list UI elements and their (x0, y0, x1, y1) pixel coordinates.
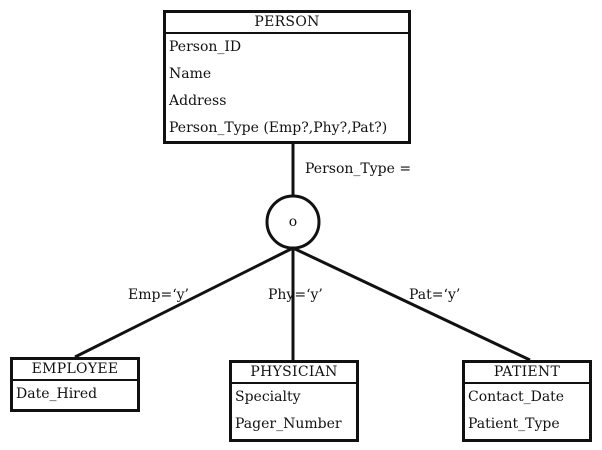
entity-title: PERSON (166, 13, 408, 34)
attribute-person-id: Person_ID (169, 39, 242, 55)
attribute-contact-date: Contact_Date (468, 389, 565, 405)
attribute-person-type: Person_Type (Emp?,Phy?,Pat?) (169, 120, 388, 136)
patient-condition-label: Pat=‘y’ (409, 287, 461, 303)
person-entity: PERSON Person_ID Name Address Person_Typ… (163, 10, 411, 144)
attribute-date-hired: Date_Hired (16, 386, 98, 402)
patient-line (292, 246, 531, 362)
entity-title: EMPLOYEE (13, 360, 137, 381)
entity-title: PHYSICIAN (232, 363, 356, 384)
attribute-address: Address (169, 93, 227, 109)
physician-condition-label: Phy=‘y’ (268, 287, 323, 303)
attribute-specialty: Specialty (235, 389, 301, 405)
patient-entity: PATIENT Contact_Date Patient_Type (462, 360, 592, 442)
employee-line (74, 246, 294, 359)
attribute-patient-type: Patient_Type (468, 416, 560, 432)
physician-entity: PHYSICIAN Specialty Pager_Number (229, 360, 359, 442)
employee-entity: EMPLOYEE Date_Hired (10, 357, 140, 412)
overlap-symbol: o (288, 214, 298, 230)
entity-title: PATIENT (465, 363, 589, 384)
employee-condition-label: Emp=‘y’ (128, 287, 189, 303)
attribute-pager-number: Pager_Number (235, 416, 342, 432)
discriminator-label: Person_Type = (305, 161, 412, 177)
attribute-name: Name (169, 66, 212, 82)
